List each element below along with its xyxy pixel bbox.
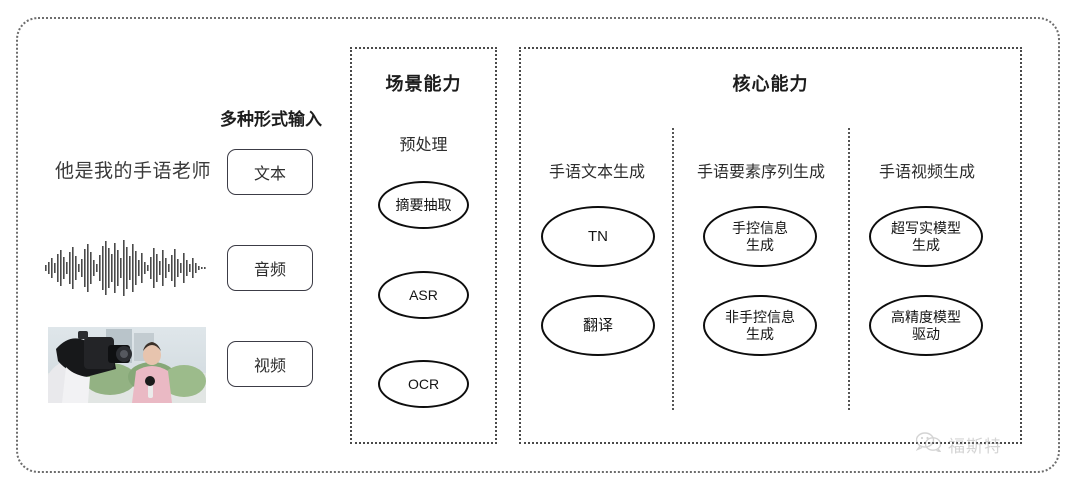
core-column-heading-element-sequence: 手语要素序列生成 [696,164,825,181]
watermark-label: 福斯特 [948,437,1002,456]
core-column-divider-1 [672,128,674,410]
core-node-manual-info-label: 手控信息 生成 [732,220,788,253]
input-modality-audio-label: 音频 [253,262,286,279]
input-modality-audio[interactable]: 音频 [227,245,313,291]
core-node-tn[interactable]: TN [541,206,655,267]
waveform-icon [45,238,207,298]
sample-input-text: 他是我的手语老师 [54,161,211,182]
outer-frame [16,17,1060,473]
core-node-hyperreal-model[interactable]: 超写实模型 生成 [869,206,983,267]
scene-node-asr-label: ASR [409,286,438,303]
core-node-nonmanual-info[interactable]: 非手控信息 生成 [703,295,817,356]
core-node-hyperreal-model-label: 超写实模型 生成 [891,220,961,253]
core-node-translation-label: 翻译 [582,316,613,334]
core-node-nonmanual-info-label: 非手控信息 生成 [725,309,795,342]
input-modality-text[interactable]: 文本 [227,149,313,195]
core-node-manual-info-line2: 生成 [746,236,774,253]
core-column-divider-2 [848,128,850,410]
scene-node-ocr-label: OCR [407,375,440,392]
core-node-hyperreal-model-line2: 生成 [912,236,940,253]
core-node-hyperreal-model-line1: 超写实模型 [891,219,961,236]
video-thumbnail-icon [48,327,206,403]
core-node-tn-label: TN [588,227,608,245]
core-node-highprecision-model-line2: 驱动 [912,325,940,342]
scene-node-asr[interactable]: ASR [378,271,469,319]
scene-capability-panel: 场景能力 [350,47,497,444]
core-node-highprecision-model[interactable]: 高精度模型 驱动 [869,295,983,356]
core-capability-panel: 核心能力 [519,47,1022,444]
scene-node-summary-label: 摘要抽取 [395,196,452,213]
wechat-icon [915,432,942,457]
core-node-highprecision-model-line1: 高精度模型 [891,308,961,325]
core-column-heading-video-generation: 手语视频生成 [878,164,975,181]
scene-capability-subtitle: 预处理 [399,137,448,154]
core-capability-title: 核心能力 [732,74,809,94]
core-node-translation[interactable]: 翻译 [541,295,655,356]
input-modality-video-label: 视频 [253,358,286,375]
scene-node-summary[interactable]: 摘要抽取 [378,181,469,229]
input-modality-text-label: 文本 [253,166,286,183]
core-node-highprecision-model-label: 高精度模型 驱动 [891,309,961,342]
scene-capability-title: 场景能力 [385,74,462,94]
scene-node-ocr[interactable]: OCR [378,360,469,408]
watermark: 福斯特 [915,432,1002,457]
input-section-heading: 多种形式输入 [220,110,322,129]
core-node-nonmanual-info-line1: 非手控信息 [725,308,795,325]
core-node-nonmanual-info-line2: 生成 [746,325,774,342]
core-node-manual-info-line1: 手控信息 [732,219,788,236]
core-node-manual-info[interactable]: 手控信息 生成 [703,206,817,267]
input-modality-video[interactable]: 视频 [227,341,313,387]
core-column-heading-text-generation: 手语文本生成 [548,164,645,181]
